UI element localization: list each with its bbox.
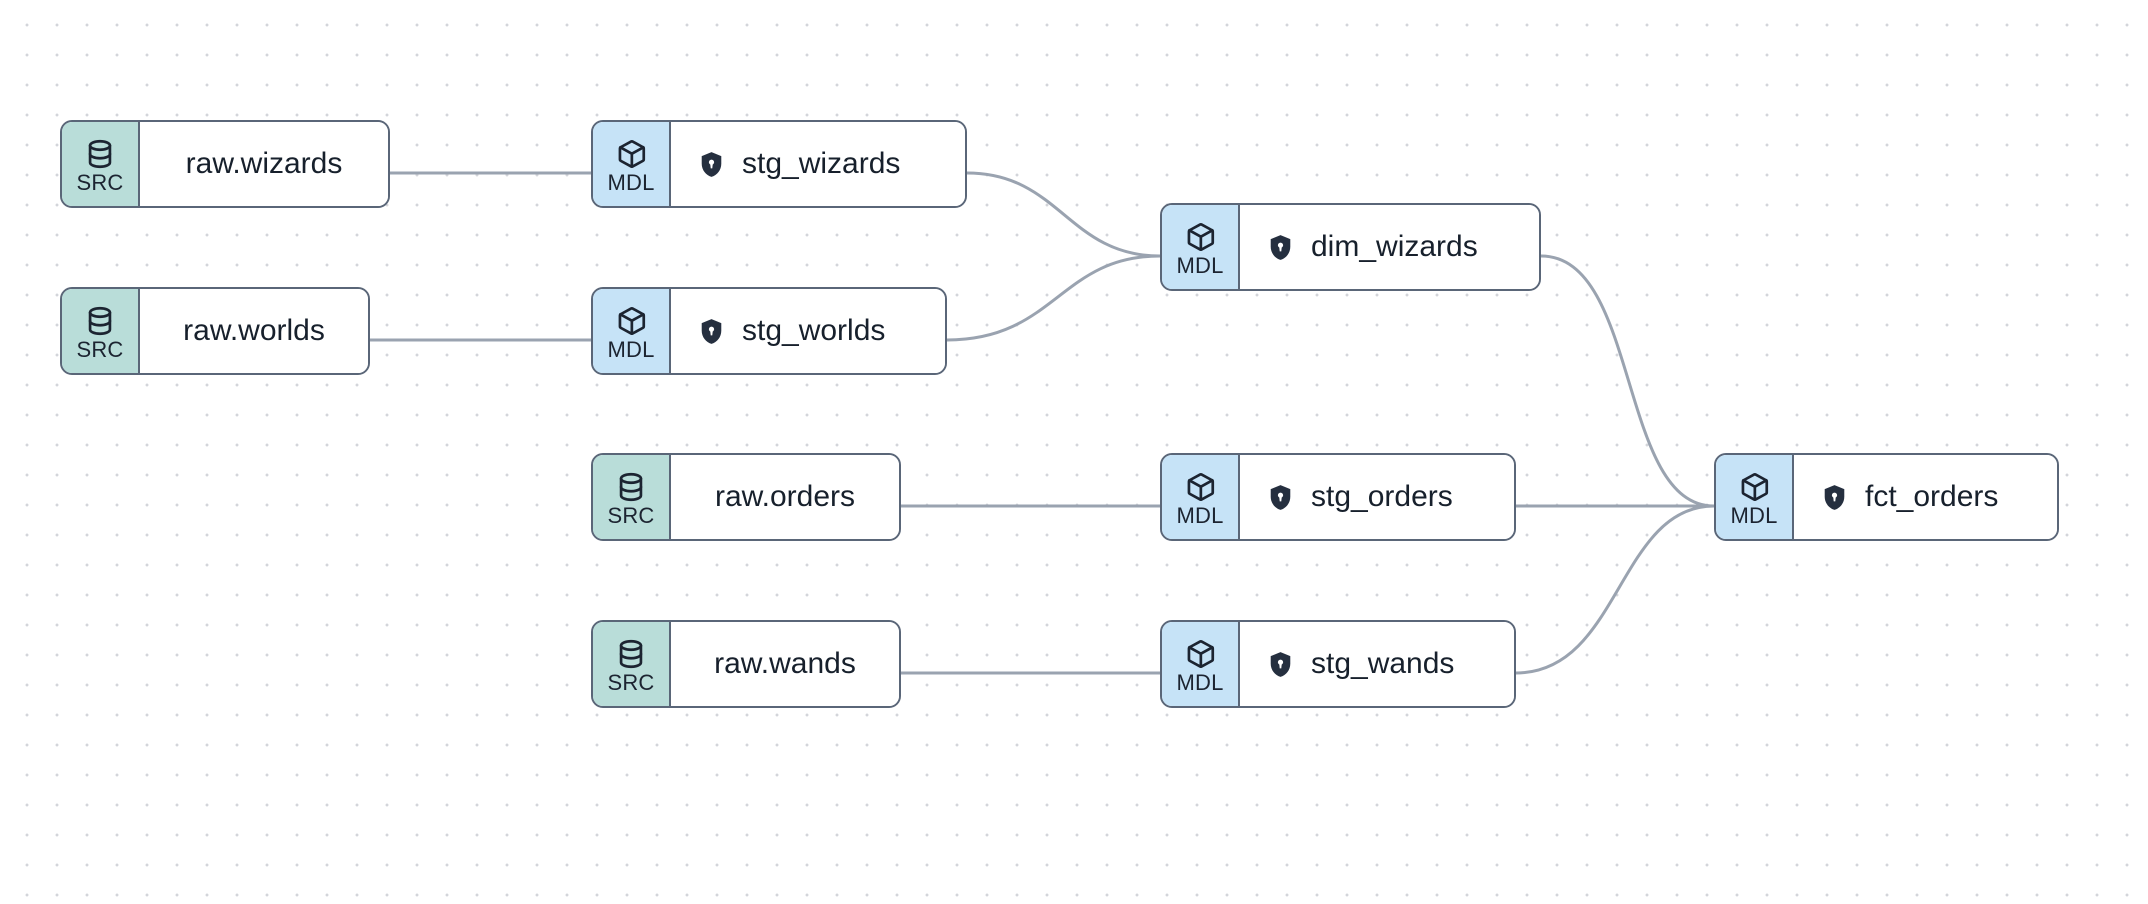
- node-body: raw.orders: [671, 455, 899, 539]
- node-label: raw.wands: [714, 647, 856, 680]
- shield-lock-icon: [1266, 233, 1295, 262]
- node-type-badge: SRC: [62, 122, 140, 206]
- node-type-badge: MDL: [1162, 622, 1240, 706]
- lineage-edge: [945, 254, 1162, 342]
- lineage-node-stg-worlds[interactable]: MDL stg_worlds: [591, 287, 947, 375]
- lineage-node-raw-wizards[interactable]: SRC raw.wizards: [60, 120, 390, 208]
- lineage-node-stg-orders[interactable]: MDL stg_orders: [1160, 453, 1516, 541]
- node-type-badge: MDL: [1716, 455, 1794, 539]
- cube-icon: [614, 304, 648, 338]
- node-body: stg_wands: [1240, 622, 1514, 706]
- node-label: stg_orders: [1311, 480, 1453, 513]
- lineage-node-raw-orders[interactable]: SRC raw.orders: [591, 453, 901, 541]
- database-icon: [614, 637, 648, 671]
- lineage-edge: [1514, 504, 1716, 675]
- node-label: raw.orders: [714, 480, 856, 513]
- node-body: raw.wands: [671, 622, 899, 706]
- cube-icon: [1183, 637, 1217, 671]
- node-type-label: MDL: [1176, 669, 1224, 695]
- cube-icon: [1183, 220, 1217, 254]
- lineage-edge: [1539, 254, 1716, 508]
- node-body: stg_worlds: [671, 289, 945, 373]
- database-icon: [83, 304, 117, 338]
- node-body: raw.wizards: [140, 122, 388, 206]
- node-label: dim_wizards: [1311, 230, 1478, 263]
- lineage-node-fct-orders[interactable]: MDL fct_orders: [1714, 453, 2059, 541]
- node-type-badge: MDL: [593, 122, 671, 206]
- node-label: raw.wizards: [185, 147, 343, 180]
- node-type-badge: SRC: [593, 622, 671, 706]
- node-body: stg_orders: [1240, 455, 1514, 539]
- lineage-node-stg-wands[interactable]: MDL stg_wands: [1160, 620, 1516, 708]
- node-type-badge: MDL: [1162, 205, 1240, 289]
- lineage-edge: [965, 171, 1162, 258]
- database-icon: [614, 470, 648, 504]
- node-label: stg_worlds: [742, 314, 886, 347]
- node-type-label: MDL: [1730, 502, 1778, 528]
- lineage-node-stg-wizards[interactable]: MDL stg_wizards: [591, 120, 967, 208]
- shield-lock-icon: [1266, 483, 1295, 512]
- node-body: raw.worlds: [140, 289, 368, 373]
- node-type-label: MDL: [607, 336, 655, 362]
- cube-icon: [614, 137, 648, 171]
- shield-lock-icon: [697, 317, 726, 346]
- node-type-label: MDL: [1176, 502, 1224, 528]
- node-type-label: SRC: [76, 336, 124, 362]
- node-label: raw.worlds: [183, 314, 325, 347]
- shield-lock-icon: [697, 150, 726, 179]
- node-type-label: SRC: [607, 669, 655, 695]
- cube-icon: [1737, 470, 1771, 504]
- node-type-badge: MDL: [1162, 455, 1240, 539]
- node-type-badge: MDL: [593, 289, 671, 373]
- node-label: stg_wizards: [742, 147, 901, 180]
- shield-lock-icon: [1266, 650, 1295, 679]
- node-type-label: SRC: [76, 169, 124, 195]
- node-type-badge: SRC: [62, 289, 140, 373]
- cube-icon: [1183, 470, 1217, 504]
- database-icon: [83, 137, 117, 171]
- node-type-badge: SRC: [593, 455, 671, 539]
- node-type-label: SRC: [607, 502, 655, 528]
- node-body: stg_wizards: [671, 122, 965, 206]
- lineage-node-raw-worlds[interactable]: SRC raw.worlds: [60, 287, 370, 375]
- node-label: stg_wands: [1311, 647, 1455, 680]
- node-type-label: MDL: [607, 169, 655, 195]
- lineage-node-dim-wizards[interactable]: MDL dim_wizards: [1160, 203, 1541, 291]
- node-body: fct_orders: [1794, 455, 2057, 539]
- node-body: dim_wizards: [1240, 205, 1539, 289]
- lineage-node-raw-wands[interactable]: SRC raw.wands: [591, 620, 901, 708]
- shield-lock-icon: [1820, 483, 1849, 512]
- node-label: fct_orders: [1865, 480, 1999, 513]
- node-type-label: MDL: [1176, 252, 1224, 278]
